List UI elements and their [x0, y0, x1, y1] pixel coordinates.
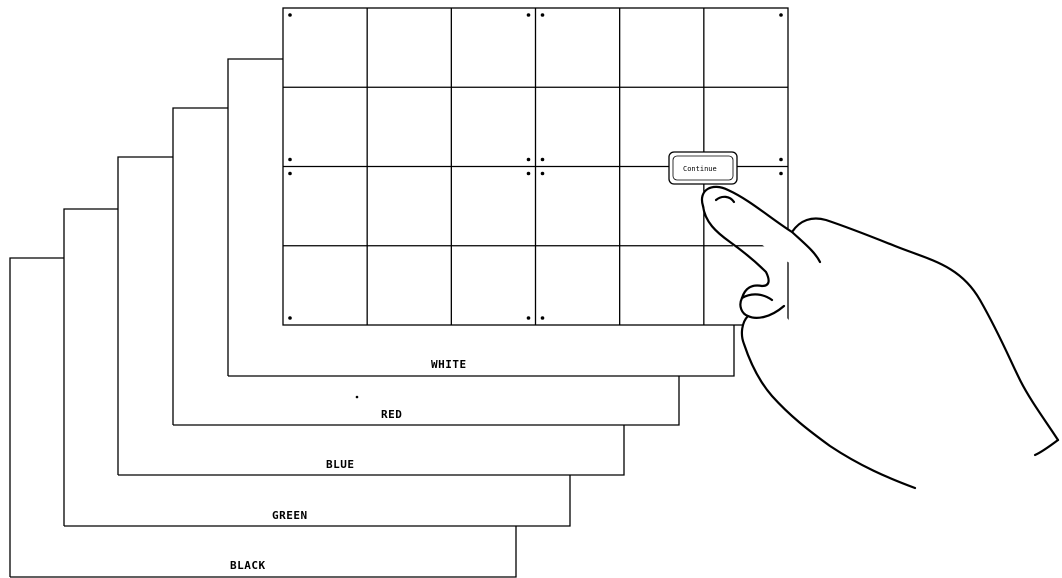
sheet-label-blue: BLUE	[326, 458, 355, 471]
calibration-dot	[288, 158, 292, 162]
sheet-label-black: BLACK	[230, 559, 266, 572]
calibration-dot	[288, 316, 292, 320]
calibration-dot	[779, 172, 783, 176]
sheet-label-red: RED	[381, 408, 402, 421]
stray-dot	[356, 396, 359, 399]
sheet-label-white: WHITE	[431, 358, 467, 371]
calibration-dot	[288, 13, 292, 17]
sheet-label-green: GREEN	[272, 509, 308, 522]
pointing-hand-icon	[702, 187, 1058, 488]
calibration-dot	[541, 13, 545, 17]
continue-button[interactable]: Continue	[669, 152, 737, 184]
calibration-dot	[541, 316, 545, 320]
calibration-dot	[779, 13, 783, 17]
continue-label: Continue	[683, 165, 717, 173]
calibration-dot	[541, 172, 545, 176]
calibration-dot	[288, 172, 292, 176]
calibration-dot	[779, 158, 783, 162]
calibration-dot	[527, 316, 531, 320]
calibration-dot	[541, 158, 545, 162]
calibration-dot	[527, 13, 531, 17]
calibration-dot	[527, 172, 531, 176]
calibration-dot	[527, 158, 531, 162]
